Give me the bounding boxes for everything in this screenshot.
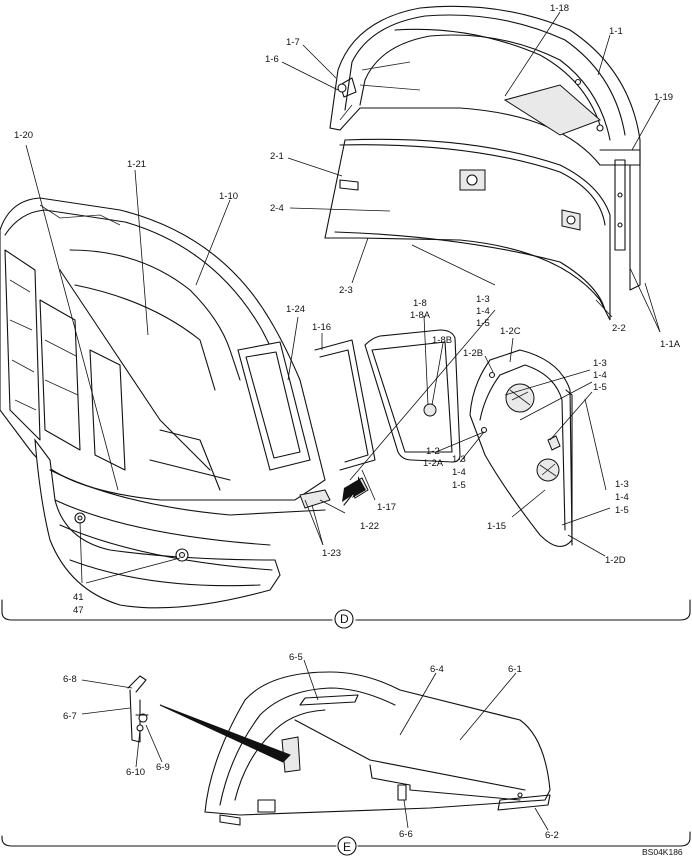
label-1-20: 1-20: [14, 130, 33, 141]
label-1-21: 1-21: [127, 159, 146, 170]
label-1-22: 1-22: [360, 521, 379, 532]
label-1-4-low: 1-4: [615, 492, 629, 503]
label-1-3-mid: 1-3: [452, 454, 466, 465]
direction-arrow: [342, 476, 366, 502]
inner-cover-2-x: [324, 138, 611, 321]
label-6-6: 6-6: [399, 829, 413, 840]
label-1-8a: 1-8A: [410, 310, 431, 321]
label-1-3-low: 1-3: [615, 479, 629, 490]
section-e-marker: [337, 836, 357, 856]
drawing-code: BS04K186: [642, 847, 683, 857]
label-1-18: 1-18: [550, 3, 569, 14]
side-panel-1-2: [469, 349, 573, 547]
label-6-2: 6-2: [545, 830, 559, 841]
label-1-24: 1-24: [286, 304, 305, 315]
label-6-5: 6-5: [289, 652, 303, 663]
label-1-1: 1-1: [609, 26, 623, 37]
label-1-2d: 1-2D: [605, 555, 626, 566]
part-number-labels: 1-18 1-1 1-7 1-6 1-19 2-1 1-20 1-21 1-10…: [14, 3, 683, 857]
label-6-1: 6-1: [508, 664, 522, 675]
label-1-4-right: 1-4: [593, 370, 607, 381]
label-1-10: 1-10: [219, 191, 238, 202]
label-1-2b: 1-2B: [463, 348, 483, 359]
label-1-8: 1-8: [413, 298, 427, 309]
rear-cover-1-1: [329, 5, 641, 291]
label-1-5-right: 1-5: [593, 382, 607, 393]
section-e-bracket: [1, 831, 691, 847]
label-1-2c: 1-2C: [500, 326, 521, 337]
bracket-6-7: [127, 675, 149, 743]
label-1-7: 1-7: [286, 37, 300, 48]
label-1-17: 1-17: [377, 502, 396, 513]
label-2-2: 2-2: [612, 323, 626, 334]
window-glass-and-seals: [314, 329, 461, 506]
label-1-5-top: 1-5: [476, 318, 490, 329]
label-2-1: 2-1: [270, 151, 284, 162]
label-1-8b: 1-8B: [432, 335, 452, 346]
section-d-marker: [334, 609, 354, 629]
label-6-4: 6-4: [430, 664, 444, 675]
label-1-15: 1-15: [487, 521, 506, 532]
label-47: 47: [73, 605, 84, 616]
leader-lines-section-d: [25, 11, 661, 584]
label-1-4-top: 1-4: [476, 306, 490, 317]
section-d-bracket: [1, 599, 691, 621]
label-6-9: 6-9: [156, 762, 170, 773]
label-1-3-right: 1-3: [593, 358, 607, 369]
section-e-label: E: [343, 840, 351, 854]
label-1-16: 1-16: [312, 322, 331, 333]
assembly-arrow: [159, 704, 291, 763]
label-1-19: 1-19: [654, 92, 673, 103]
label-1-1a: 1-1A: [660, 339, 681, 350]
label-6-7: 6-7: [63, 711, 77, 722]
label-1-3-top: 1-3: [476, 294, 490, 305]
label-1-23: 1-23: [322, 548, 341, 559]
leader-lines-section-e: [81, 659, 549, 831]
label-6-10: 6-10: [126, 767, 145, 778]
label-41: 41: [73, 592, 84, 603]
main-hood-1-10: [0, 197, 326, 501]
label-1-2: 1-2: [426, 446, 440, 457]
label-1-6: 1-6: [265, 54, 279, 65]
section-d-label: D: [340, 612, 349, 626]
lower-fender: [34, 438, 331, 609]
label-1-5-low: 1-5: [615, 505, 629, 516]
label-1-4-mid: 1-4: [452, 467, 466, 478]
label-6-8: 6-8: [63, 674, 77, 685]
label-1-2a: 1-2A: [423, 458, 444, 469]
label-2-4: 2-4: [270, 203, 284, 214]
label-2-3: 2-3: [339, 285, 353, 296]
label-1-5-mid: 1-5: [452, 480, 466, 491]
